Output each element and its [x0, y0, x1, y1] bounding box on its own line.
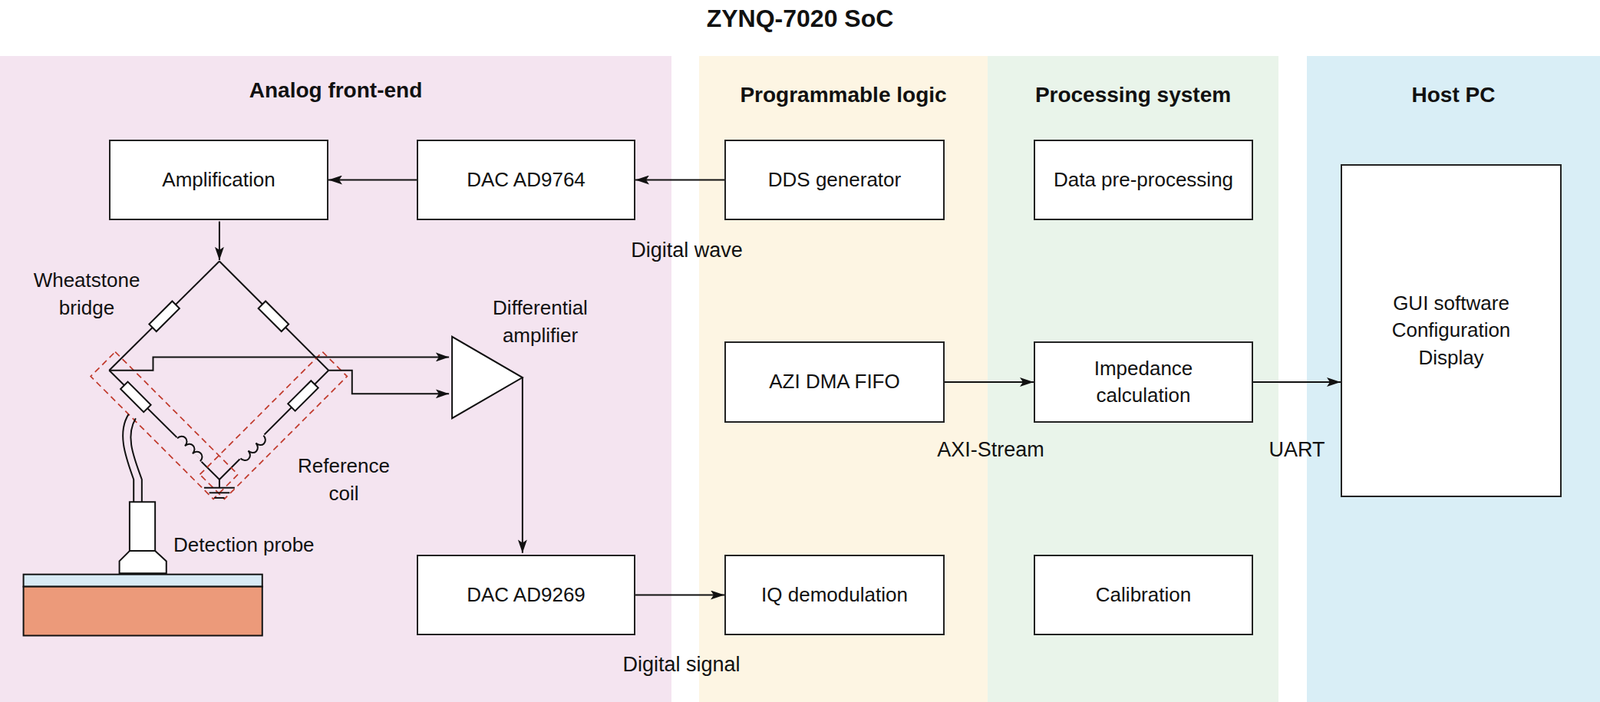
- diagram-title: ZYNQ-7020 SoC: [706, 4, 895, 33]
- ground-wire: [218, 479, 221, 489]
- signal-wire: [108, 356, 449, 370]
- box-label: DAC AD9269: [466, 581, 586, 609]
- box-label: Calibration: [1095, 581, 1191, 609]
- band-fill: [987, 56, 1279, 702]
- box-label: DAC AD9764: [466, 166, 586, 194]
- part-label: Detection probe: [173, 531, 315, 559]
- signal-label: UART: [1268, 438, 1325, 462]
- probe-cable: [130, 418, 142, 502]
- wire-gap: [238, 433, 266, 461]
- coil-windings: [177, 434, 205, 462]
- signal-label: AXI-Stream: [936, 438, 1045, 462]
- coating-layer: [23, 574, 263, 588]
- bridge-arm: [108, 370, 220, 480]
- coil-windings: [240, 435, 268, 464]
- signal-label: Digital wave: [630, 238, 743, 263]
- part-label: Differential amplifier: [471, 293, 610, 350]
- process-box: GUI software Configuration Display: [1340, 164, 1562, 498]
- box-label: Amplification: [161, 166, 275, 194]
- process-box: DAC AD9269: [416, 554, 636, 636]
- process-box: DDS generator: [724, 139, 945, 221]
- resistor-symbol: [258, 300, 289, 331]
- drive-wire: [218, 221, 221, 261]
- diagram-title-box: ZYNQ-7020 SoC: [0, 4, 1600, 33]
- band-fill: [1306, 56, 1600, 702]
- coil-symbol: [238, 433, 269, 464]
- signal-arrow: [328, 179, 417, 182]
- signal-label: Digital signal: [622, 653, 740, 677]
- amplifier-triangle: [451, 336, 523, 419]
- region-heading: Processing system: [987, 82, 1279, 109]
- resistor-body: [120, 382, 151, 413]
- process-box: DAC AD9764: [416, 139, 636, 221]
- resistor-symbol: [148, 300, 179, 331]
- band-fill: [699, 56, 988, 702]
- region-panel: Processing systemData pre-processingImpe…: [987, 56, 1279, 702]
- probe-head: [119, 550, 167, 574]
- probe-body: [129, 501, 156, 551]
- process-box: Impedance calculation: [1033, 341, 1254, 423]
- region-heading: Programmable logic: [699, 82, 988, 109]
- box-label: DDS generator: [768, 166, 901, 194]
- resistor-body: [258, 300, 289, 331]
- region-panel: Programmable logicDDS generatorAZI DMA F…: [699, 56, 988, 702]
- wire-gap: [175, 436, 203, 464]
- ground-symbol: [209, 491, 231, 494]
- signal-arrow: [944, 381, 1034, 383]
- box-label: AZI DMA FIFO: [768, 368, 900, 396]
- region-heading: Analog front-end: [0, 77, 672, 104]
- box-label: GUI software Configuration Display: [1372, 290, 1531, 371]
- signal-arrow: [635, 179, 725, 182]
- process-box: Calibration: [1033, 554, 1254, 636]
- box-label: Data pre-processing: [1053, 166, 1234, 194]
- region-panel: Analog front-endAmplification DAC AD9764D…: [0, 56, 672, 702]
- process-box: AZI DMA FIFO: [724, 341, 945, 423]
- box-label: Impedance calculation: [1066, 355, 1221, 410]
- resistor-symbol: [287, 380, 318, 411]
- signal-wire: [328, 370, 449, 395]
- resistor-body: [287, 380, 318, 411]
- bridge-arm: [219, 260, 329, 370]
- region-panel: Host PC GUI software Configuration Displa…: [1306, 56, 1600, 702]
- resistor-body: [148, 300, 179, 331]
- dashed-enclosure: [199, 352, 347, 500]
- process-box: Data pre-processing: [1033, 139, 1254, 221]
- resistor-symbol: [120, 382, 151, 413]
- substrate-block: [23, 587, 263, 637]
- signal-arrow: [1253, 381, 1341, 383]
- region-heading: Host PC: [1306, 82, 1600, 109]
- output-wire: [521, 377, 524, 554]
- dashed-enclosure: [90, 352, 238, 500]
- ground-symbol: [204, 487, 235, 489]
- band-fill: [0, 56, 672, 702]
- box-label: IQ demodulation: [761, 581, 908, 609]
- process-box: Amplification: [108, 139, 329, 221]
- signal-arrow: [635, 594, 725, 597]
- part-label: Reference coil: [290, 451, 398, 509]
- process-box: IQ demodulation: [724, 554, 945, 636]
- ground-symbol: [214, 497, 225, 499]
- coil-symbol: [175, 433, 206, 464]
- part-label: Wheatstone bridge: [21, 266, 152, 323]
